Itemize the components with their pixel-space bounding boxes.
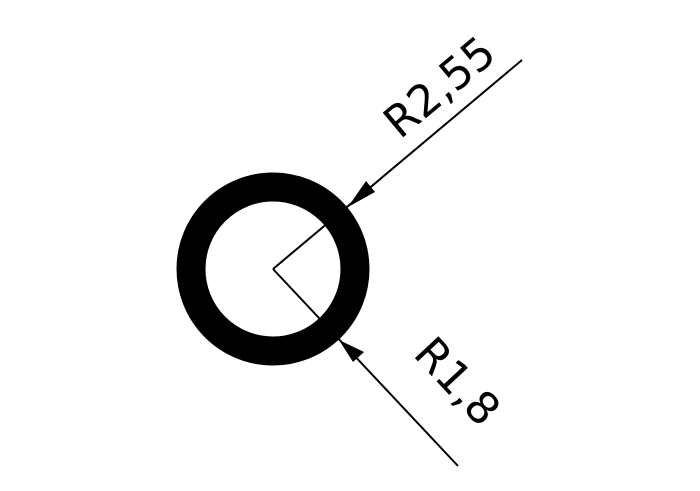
inner-radius-label: R1,8 [404, 328, 510, 436]
inner-radius-leader [272, 268, 459, 467]
outer-radius-leader [272, 59, 523, 270]
inner-radius-arrowhead [339, 340, 364, 362]
ring-cross-section [176, 172, 370, 366]
outer-radius-arrowhead [348, 181, 375, 207]
